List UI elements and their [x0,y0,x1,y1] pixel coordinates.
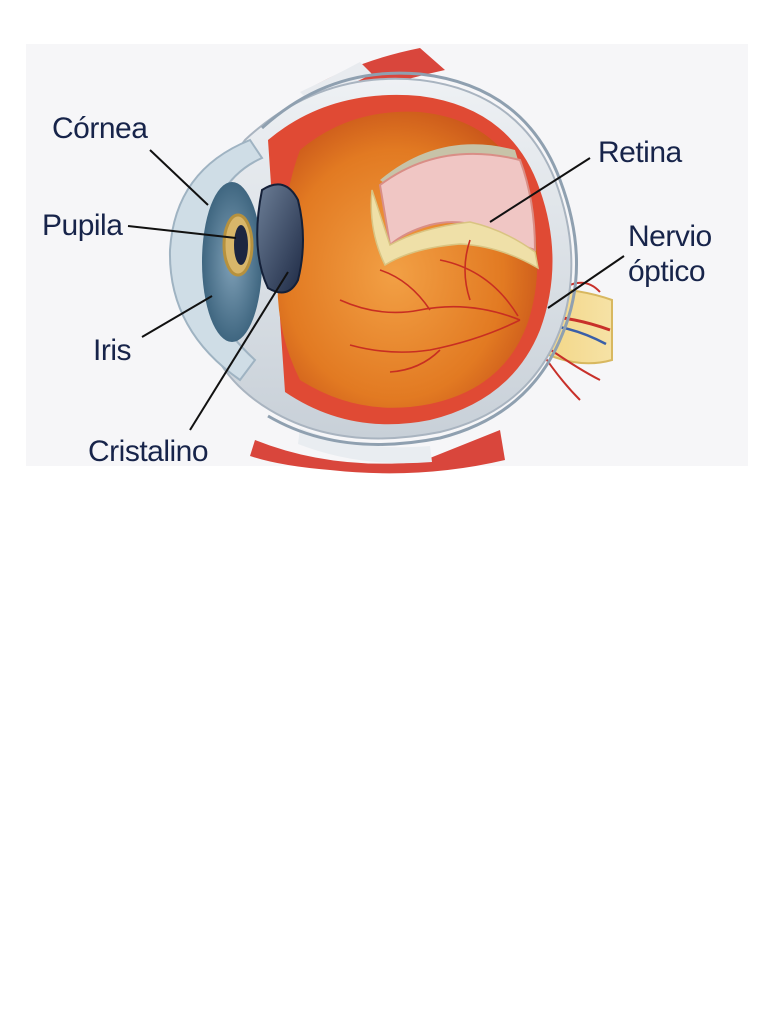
retinal-vessels [339,239,521,373]
retina-layer [378,152,537,252]
label-pupila: Pupila [42,209,123,242]
leader-nervio [547,255,625,309]
retina-cream-band [370,189,540,270]
sclera-outline [260,71,578,446]
label-iris: Iris [93,334,131,367]
leader-cristalino [189,271,289,431]
label-nervio-line2: óptico [628,255,705,288]
leader-iris [141,295,213,338]
label-cristalino: Cristalino [88,435,208,468]
muscle-bottom [250,430,505,474]
label-cornea: Córnea [52,112,148,145]
pupil-dark [234,225,248,265]
label-retina: Retina [598,136,683,169]
label-nervio-line1: Nervio [628,220,712,253]
lens-shape [256,183,304,294]
leader-cornea [149,149,209,206]
leader-retina [489,157,591,223]
leader-pupila [127,225,237,239]
